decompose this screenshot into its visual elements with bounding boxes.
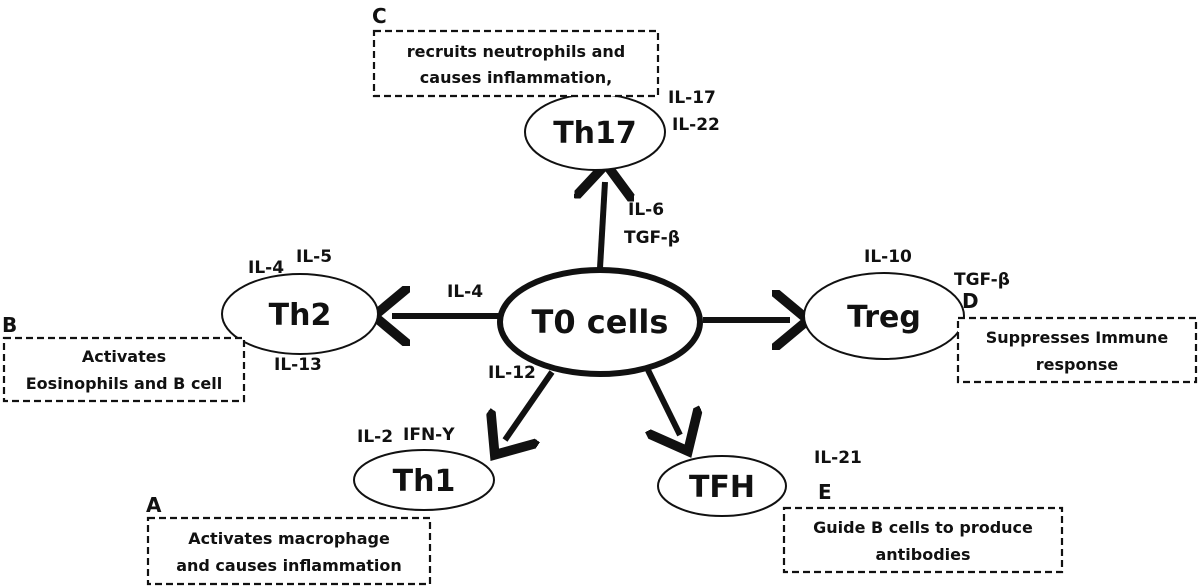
box-letter-a: A — [146, 493, 162, 517]
box-letter-e: E — [818, 480, 832, 504]
arrow-to-th17 — [600, 182, 605, 269]
node-th17: Th17 — [524, 93, 666, 171]
th17-secreted-cytokine: IL-22 — [672, 115, 720, 135]
node-label-th17: Th17 — [553, 116, 637, 151]
th2-secreted-cytokine: IL-13 — [274, 355, 322, 375]
arrow-to-th1 — [505, 370, 555, 440]
box-letter-b: B — [2, 313, 17, 337]
th2-secreted-cytokine: IL-4 — [248, 258, 284, 278]
box-c: recruits neutrophils and causes inflamma… — [372, 29, 660, 98]
th17-secreted-cytokine: IL-17 — [668, 88, 716, 108]
box-c-line: causes inflammation, — [420, 68, 612, 87]
box-b-line: Eosinophils and B cell — [26, 374, 223, 393]
th2-upstream-cytokine: IL-4 — [447, 282, 483, 302]
th17-upstream-cytokine: TGF-β — [624, 228, 680, 248]
th1-secreted-cytokine: IFN-Υ — [403, 425, 455, 445]
box-d-line: Suppresses Immune — [986, 328, 1169, 347]
box-e-line: antibodies — [875, 545, 970, 564]
node-label-th2: Th2 — [269, 298, 332, 333]
box-b: Activates Eosinophils and B cell — [2, 336, 246, 403]
node-th1: Th1 — [353, 449, 495, 511]
arrow-to-tfh — [648, 368, 680, 435]
treg-secreted-cytokine: TGF-β — [954, 270, 1010, 290]
center-node: T0 cells — [497, 267, 703, 377]
node-treg: Treg — [803, 272, 965, 360]
box-b-line: Activates — [82, 347, 166, 366]
box-a: Activates macrophage and causes inflamma… — [146, 516, 432, 586]
th1-secreted-cytokine: IL-2 — [357, 427, 393, 447]
treg-secreted-cytokine: IL-10 — [864, 247, 912, 267]
node-tfh: TFH — [657, 455, 787, 517]
node-label-tfh: TFH — [689, 470, 755, 505]
box-letter-d: D — [962, 289, 979, 313]
node-th2: Th2 — [221, 273, 379, 355]
node-label-treg: Treg — [847, 300, 921, 335]
center-label: T0 cells — [532, 303, 669, 341]
box-d-line: response — [1036, 355, 1119, 374]
node-label-th1: Th1 — [393, 464, 456, 499]
box-c-line: recruits neutrophils and — [407, 42, 625, 61]
box-d: Suppresses Immune response — [956, 316, 1198, 384]
box-e: Guide B cells to produce antibodies — [782, 506, 1064, 574]
box-letter-c: C — [372, 4, 387, 28]
box-a-line: Activates macrophage — [188, 529, 390, 548]
tfh-secreted-cytokine: IL-21 — [814, 448, 862, 468]
th2-secreted-cytokine: IL-5 — [296, 247, 332, 267]
th17-upstream-cytokine: IL-6 — [628, 200, 664, 220]
box-e-line: Guide B cells to produce — [813, 518, 1033, 537]
box-a-line: and causes inflammation — [176, 556, 402, 575]
th1-upstream-cytokine: IL-12 — [488, 363, 536, 383]
